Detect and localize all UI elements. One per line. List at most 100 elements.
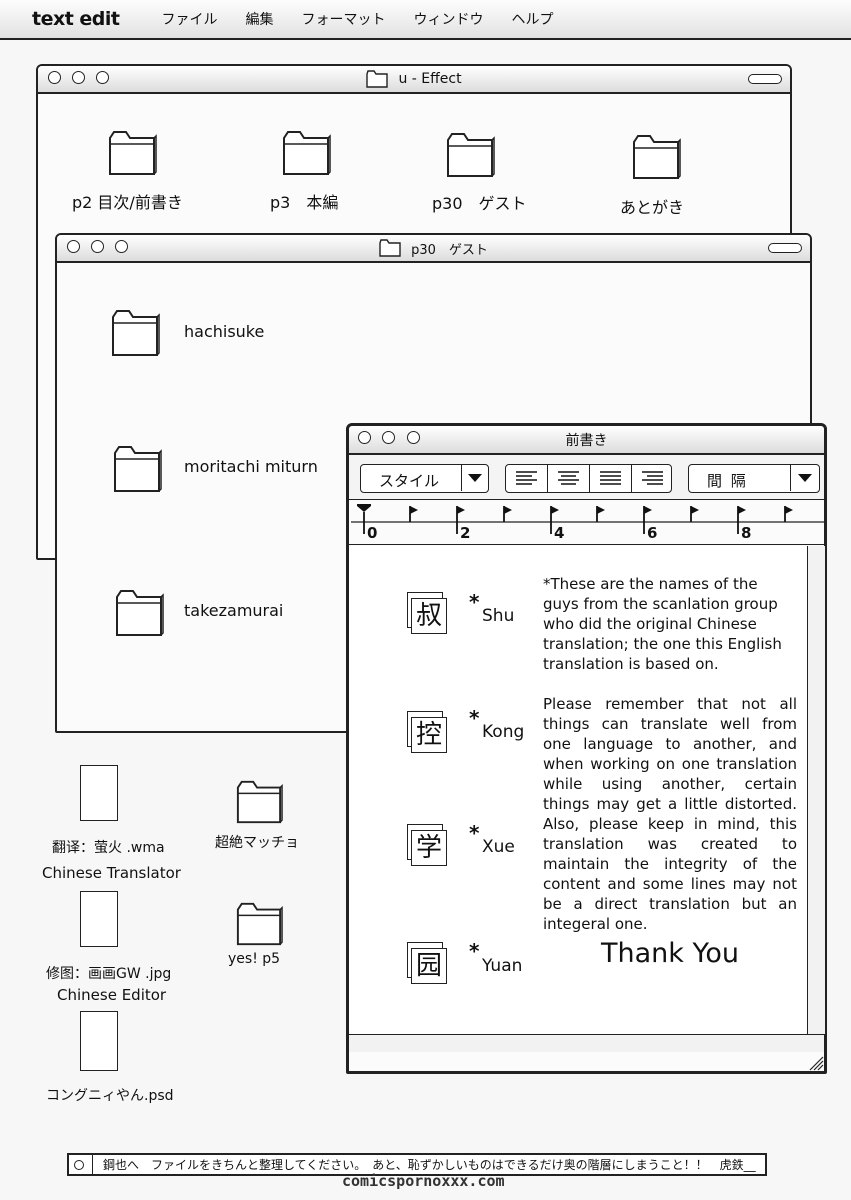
folder-label[interactable]: 超絶マッチョ <box>215 835 299 851</box>
kanji-icon-yuan: 园 <box>407 942 451 986</box>
folder-icon[interactable] <box>280 128 332 178</box>
menu-bar: text edit ファイル 編集 フォーマット ウィンドウ ヘルプ <box>0 0 851 40</box>
ruler-label: 2 <box>460 524 471 542</box>
folder-label[interactable]: p30 ゲスト <box>432 194 527 213</box>
spacing-select-label: 間 隔 <box>707 472 748 490</box>
vertical-scrollbar[interactable] <box>807 546 825 1034</box>
file-label-psd[interactable]: コングニィやん.psd <box>46 1088 174 1104</box>
toolbar-toggle-button[interactable] <box>748 74 782 84</box>
watermark-text: comicspornoxxx.com <box>342 1172 505 1190</box>
note-names: *These are the names of the guys from th… <box>543 575 782 673</box>
align-left-button[interactable] <box>506 465 548 492</box>
file-icon[interactable] <box>80 765 118 821</box>
align-right-button[interactable] <box>632 465 673 492</box>
spacing-select[interactable]: 間 隔 <box>688 464 820 493</box>
alignment-group <box>505 464 672 493</box>
preface-window-titlebar[interactable]: 前書き <box>349 426 824 455</box>
align-right-icon <box>642 471 663 485</box>
close-button[interactable] <box>358 431 371 444</box>
name-yuan: Yuan <box>482 956 523 976</box>
app-name[interactable]: text edit <box>32 8 120 30</box>
file-role-editor: Chinese Editor <box>57 986 167 1004</box>
chevron-down-icon <box>461 465 488 491</box>
folder-icon <box>366 70 389 88</box>
status-message: 鋼也へ ファイルをきちんと整理してください。 あと、恥ずかしいものはできるだけ奥… <box>103 1158 756 1172</box>
name-shu: Shu <box>482 606 515 626</box>
folder-icon[interactable] <box>234 900 284 948</box>
align-center-button[interactable] <box>548 465 590 492</box>
folder-label[interactable]: yes! p5 <box>228 951 281 967</box>
folder-icon[interactable] <box>111 443 163 495</box>
name-kong: Kong <box>482 722 525 742</box>
file-icon[interactable] <box>80 1011 118 1071</box>
circle-icon <box>74 1159 84 1170</box>
kanji-icon-xue: 学 <box>407 824 451 868</box>
menu-format[interactable]: フォーマット <box>301 12 386 28</box>
note-translation: Please remember that not all things can … <box>543 695 797 933</box>
align-justify-button[interactable] <box>590 465 632 492</box>
folder-label[interactable]: takezamurai <box>184 601 284 620</box>
divider <box>92 1154 93 1175</box>
menu-edit[interactable]: 編集 <box>245 12 274 28</box>
asterisk: * <box>469 706 480 730</box>
file-label-translator[interactable]: 翻译：萤火 .wma <box>52 840 165 856</box>
file-icon[interactable] <box>80 891 118 947</box>
kanji-icon-kong: 控 <box>407 711 451 755</box>
zoom-button[interactable] <box>96 71 109 84</box>
name-xue: Xue <box>482 837 515 857</box>
align-left-icon <box>516 471 537 485</box>
ruler-label: 0 <box>367 524 378 542</box>
minimize-button[interactable] <box>72 71 85 84</box>
guest-window-titlebar[interactable]: p30 ゲスト <box>57 235 810 263</box>
document-body[interactable]: 叔 * Shu 控 * Kong 学 * Xue 园 * Yuan *These… <box>349 546 807 1034</box>
toolbar-toggle-button[interactable] <box>768 243 802 253</box>
chevron-down-icon <box>790 465 819 491</box>
folder-icon[interactable] <box>109 307 161 359</box>
ruler-label: 6 <box>647 524 658 542</box>
style-select-label: スタイル <box>379 472 440 490</box>
resize-grip-icon[interactable] <box>807 1054 824 1071</box>
folder-label[interactable]: hachisuke <box>184 322 265 341</box>
preface-window: 前書き スタイル 間 隔 <box>346 423 827 1074</box>
status-bar: 鋼也へ ファイルをきちんと整理してください。 あと、恥ずかしいものはできるだけ奥… <box>67 1153 767 1176</box>
ruler-label: 4 <box>554 524 565 542</box>
effect-window-titlebar[interactable]: u - Effect <box>38 66 790 94</box>
file-role-translator: Chinese Translator <box>42 864 181 882</box>
window-title: 前書き <box>565 432 608 449</box>
ruler-ticks <box>351 504 824 534</box>
close-button[interactable] <box>67 240 80 253</box>
asterisk: * <box>469 821 480 845</box>
folder-icon <box>379 239 401 257</box>
format-toolbar: スタイル 間 隔 <box>349 455 824 500</box>
folder-icon[interactable] <box>234 778 284 826</box>
minimize-button[interactable] <box>382 431 395 444</box>
ruler[interactable]: 0 2 4 6 8 <box>349 500 824 545</box>
align-justify-icon <box>600 471 621 485</box>
close-button[interactable] <box>48 71 61 84</box>
folder-label[interactable]: p2 目次/前書き <box>72 193 183 212</box>
kanji-icon-shu: 叔 <box>407 592 451 636</box>
folder-label[interactable]: あとがき <box>620 198 685 217</box>
style-select[interactable]: スタイル <box>360 464 489 493</box>
menu-file[interactable]: ファイル <box>161 12 218 28</box>
asterisk: * <box>469 590 480 614</box>
menu-help[interactable]: ヘルプ <box>511 12 554 28</box>
folder-icon[interactable] <box>444 130 496 180</box>
folder-label[interactable]: p3 本編 <box>270 193 339 212</box>
window-title: u - Effect <box>398 71 462 87</box>
folder-icon[interactable] <box>106 128 158 178</box>
ruler-label: 8 <box>741 524 752 542</box>
folder-icon[interactable] <box>113 587 165 639</box>
align-center-icon <box>558 471 579 485</box>
zoom-button[interactable] <box>115 240 128 253</box>
minimize-button[interactable] <box>91 240 104 253</box>
folder-icon[interactable] <box>630 132 682 182</box>
window-title: p30 ゲスト <box>411 242 488 258</box>
asterisk: * <box>469 939 480 963</box>
horizontal-scrollbar[interactable] <box>349 1034 824 1052</box>
thank-you-text: Thank You <box>601 938 740 969</box>
file-label-editor[interactable]: 修图：画画GW .jpg <box>46 966 172 982</box>
menu-window[interactable]: ウィンドウ <box>413 12 484 28</box>
zoom-button[interactable] <box>407 431 420 444</box>
folder-label[interactable]: moritachi miturn <box>184 457 318 476</box>
